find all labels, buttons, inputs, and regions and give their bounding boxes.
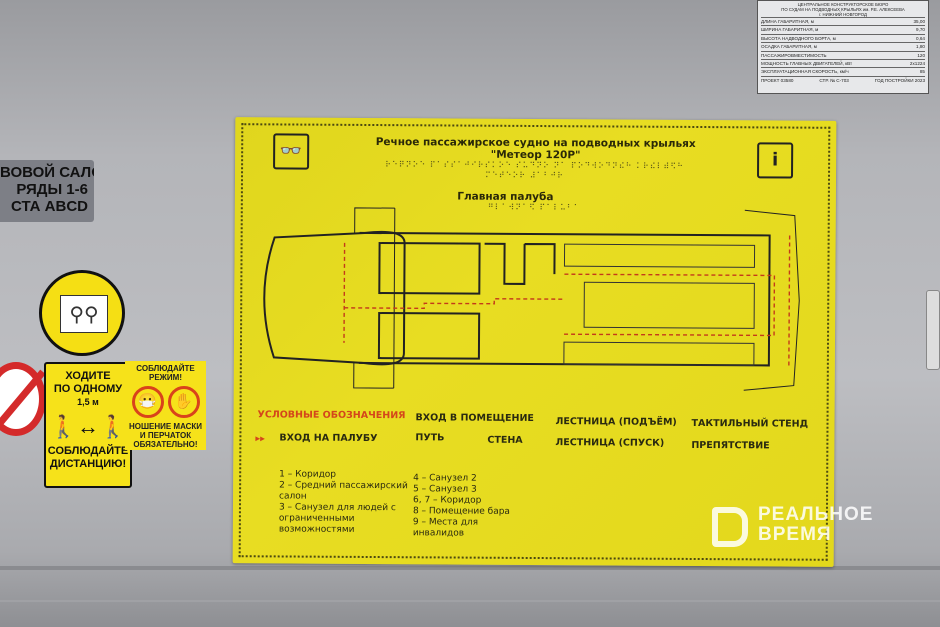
spec-label: ДЛИНА ГАБАРИТНАЯ, м — [761, 19, 814, 24]
project-number: ПРОЕКТ 03580 — [761, 77, 794, 83]
spec-header-3: г. НИЖНИЙ НОВГОРОД — [819, 12, 867, 17]
spec-label: ПАССАЖИРОВМЕСТИМОСТЬ — [761, 52, 827, 58]
gloves-icon: ✋ — [167, 386, 200, 418]
salon-sign-line: ВОВОЙ САЛОН — [0, 164, 94, 181]
entrance-deck-icon: ▸▸ — [255, 433, 265, 445]
build-year: ГОД ПОСТРОЙКИ 2023 — [874, 77, 925, 83]
spec-value: 120 — [917, 52, 925, 58]
legend-title: УСЛОВНЫЕ ОБОЗНАЧЕНИЯ — [257, 409, 406, 422]
distance-sign-text: ХОДИТЕ — [65, 370, 111, 382]
mask-sign-text: И ПЕРЧАТОК — [139, 431, 192, 440]
wall-seam — [0, 600, 940, 602]
bow-outline — [263, 230, 406, 366]
spec-row: ДЛИНА ГАБАРИТНАЯ, м 35,00 — [761, 17, 925, 25]
life-jacket-sign: ⚲⚲ — [39, 270, 125, 356]
spec-value: 1,80 — [916, 44, 925, 50]
legend-path: ПУТЬ — [415, 432, 445, 444]
legend-tactile-stand: ТАКТИЛЬНЫЙ СТЕНД — [691, 417, 809, 430]
spec-header-2: ПО СУДАМ НА ПОДВОДНЫХ КРЫЛЬЯХ им. Р.Е. А… — [781, 7, 905, 12]
spec-row: МОЩНОСТЬ ГЛАВНЫХ ДВИГАТЕЛЕЙ, кВт 2х1224 — [761, 59, 925, 67]
spec-label: ВЫСОТА НАДВОДНОГО БОРТА, м — [761, 35, 836, 41]
room-list-1: 1 – Коридор 2 – Средний пассажирский сал… — [278, 469, 408, 535]
watermark-logo: РЕАЛЬНОЕ ВРЕМЯ — [712, 504, 874, 547]
spec-label: ШИРИНА ГАБАРИТНАЯ, м — [761, 27, 819, 33]
distance-value: 1,5 м — [77, 397, 99, 407]
floor-plan — [263, 207, 800, 391]
life-jacket-icon: ⚲⚲ — [60, 295, 108, 333]
spec-label: ОСАДКА ГАБАРИТНАЯ, м — [761, 44, 817, 50]
distance-sign: ХОДИТЕ ПО ОДНОМУ 1,5 м 🚶↔🚶 СОБЛЮДАЙТЕ ДИ… — [44, 362, 132, 488]
no-smoking-sign-icon — [0, 362, 46, 436]
spec-row: ЭКСПЛУАТАЦИОННАЯ СКОРОСТЬ, км/ч 85 — [761, 67, 925, 75]
mask-sign-text: НОШЕНИЕ МАСКИ — [128, 422, 203, 431]
spec-label: ЭКСПЛУАТАЦИОННАЯ СКОРОСТЬ, км/ч — [761, 69, 849, 75]
spec-footer: ПРОЕКТ 03580 СТР. № С-703 ГОД ПОСТРОЙКИ 20… — [761, 75, 925, 85]
watermark-line: ВРЕМЯ — [758, 524, 832, 545]
wall-seam — [0, 566, 940, 570]
spec-value: 35,00 — [913, 19, 926, 24]
spec-row: ВЫСОТА НАДВОДНОГО БОРТА, м 0,64 — [761, 33, 925, 42]
ship-spec-plate: ЦЕНТРАЛЬНОЕ КОНСТРУКТОРСКОЕ БЮРО ПО СУДА… — [757, 0, 929, 94]
distance-sign-text: СОБЛЮДАЙТЕ — [47, 445, 129, 457]
legend-stairs-up: ЛЕСТНИЦА (ПОДЪЁМ) — [555, 416, 677, 428]
watermark-logo-icon — [712, 507, 748, 547]
mask-sign-title: СОБЛЮДАЙТЕ — [136, 364, 195, 373]
build-number: СТР. № С-703 — [819, 77, 849, 83]
seat-rows — [563, 243, 756, 366]
spec-value: 2х1224 — [909, 61, 925, 67]
distance-sign-text: ПО ОДНОМУ — [53, 383, 123, 395]
spec-label: МОЩНОСТЬ ГЛАВНЫХ ДВИГАТЕЛЕЙ, кВт — [761, 61, 853, 67]
tactile-plan-plate: 👓 i Речное пассажирское судно на подводн… — [232, 117, 837, 567]
spec-value: 85 — [919, 69, 925, 75]
spec-row: ПАССАЖИРОВМЕСТИМОСТЬ 120 — [761, 50, 925, 59]
path-line — [343, 235, 791, 366]
mask-sign-text: ОБЯЗАТЕЛЬНО! — [133, 440, 198, 449]
legend-stairs-down: ЛЕСТНИЦА (СПУСК) — [555, 437, 665, 449]
watermark-line: РЕАЛЬНОЕ — [758, 504, 874, 525]
walking-people-icon: 🚶↔🚶 — [49, 414, 127, 439]
mask-icon: 😷 — [131, 386, 164, 418]
spec-header-1: ЦЕНТРАЛЬНОЕ КОНСТРУКТОРСКОЕ БЮРО — [797, 2, 889, 7]
spec-value: 9,70 — [916, 27, 925, 33]
salon-sign-line: РЯДЫ 1-6 — [16, 181, 88, 198]
salon-sign-line: СТА ABCD — [10, 198, 88, 215]
legend-entrance-deck: ВХОД НА ПАЛУБУ — [279, 432, 378, 445]
spec-value: 0,64 — [916, 35, 925, 41]
braille-subtitle: ⠍⠑⠞⠑⠕⠗ ⠼⠁⠃⠚⠗ — [484, 170, 565, 181]
room-list-2: 4 – Санузел 2 5 – Санузел 3 6, 7 – Корид… — [412, 473, 510, 539]
mask-sign: СОБЛЮДАЙТЕ РЕЖИМ! 😷✋ НОШЕНИЕ МАСКИ И ПЕР… — [125, 361, 206, 450]
salon-sign: ВОВОЙ САЛОН РЯДЫ 1-6 СТА ABCD — [0, 160, 94, 222]
spec-row: ОСАДКА ГАБАРИТНАЯ, м 1,80 — [761, 42, 925, 50]
mask-sign-title: РЕЖИМ! — [149, 373, 182, 382]
legend-entrance-room: ВХОД В ПОМЕЩЕНИЕ — [415, 412, 534, 424]
door-handle — [926, 290, 940, 370]
spec-row: ШИРИНА ГАБАРИТНАЯ, м 9,70 — [761, 25, 925, 33]
legend-obstacle: ПРЕПЯТСТВИЕ — [691, 439, 770, 452]
legend-wall: СТЕНА — [487, 434, 523, 446]
distance-sign-text: ДИСТАНЦИЮ! — [49, 458, 127, 470]
braille-title: ⠗⠑⠟⠝⠕⠑ ⠏⠁⠎⠎⠁⠚⠊⠗⠎⠅⠕⠑ ⠎⠥⠙⠝⠕ ⠝⠁ ⠏⠕⠙⠺⠕⠙⠝⠮⠓ ⠅… — [385, 160, 685, 171]
